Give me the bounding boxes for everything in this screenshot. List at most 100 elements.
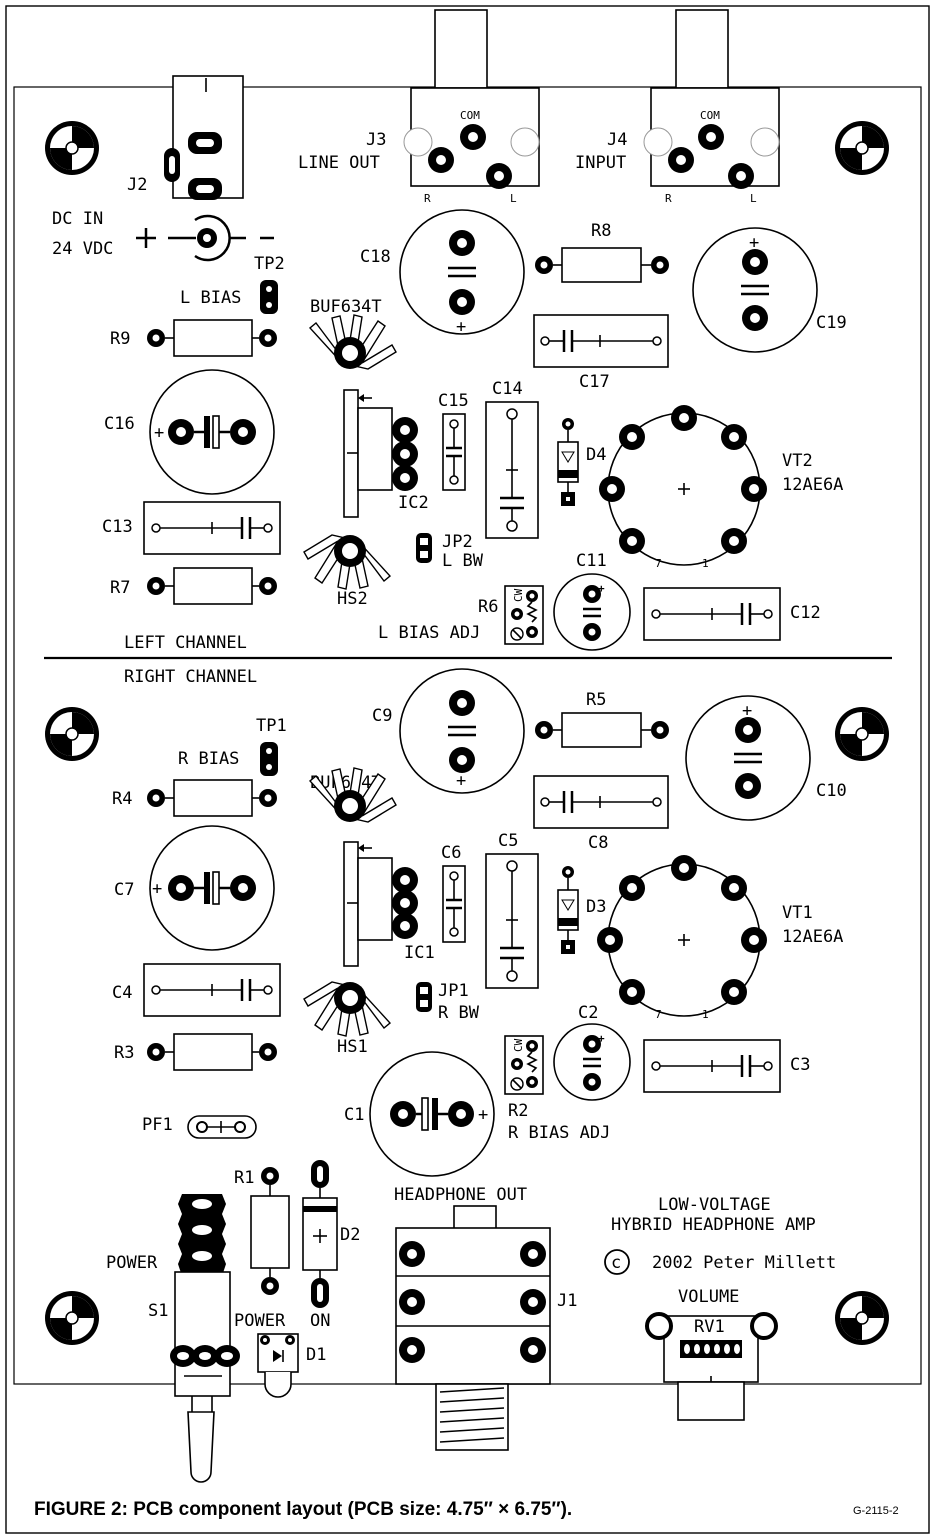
r4-resistor <box>147 779 277 817</box>
mounting-hole-icon <box>834 1290 890 1346</box>
vdc-label: 24 VDC <box>52 239 113 259</box>
r-bias-label: R BIAS <box>178 749 239 769</box>
c14-capacitor <box>485 401 539 539</box>
d2-label: D2 <box>340 1225 360 1245</box>
l-bias-adj-label: L BIAS ADJ <box>378 623 480 643</box>
d1-led <box>257 1333 299 1398</box>
j1-label: J1 <box>557 1291 577 1311</box>
c15-label: C15 <box>438 391 469 411</box>
hs1-heatsink <box>303 767 418 1037</box>
tp1-label: TP1 <box>256 716 287 736</box>
pf1-label: PF1 <box>142 1115 173 1135</box>
c16-capacitor: + <box>149 369 275 495</box>
c2-label: C2 <box>578 1003 598 1023</box>
vt1-tube-socket <box>597 855 767 1017</box>
svg-text:+: + <box>598 1032 605 1045</box>
buf634t-top-label: BUF634T <box>310 297 382 317</box>
tp2-test-point <box>260 280 278 314</box>
r5-label: R5 <box>586 690 606 710</box>
copyright-icon: c <box>604 1249 630 1275</box>
vt1-pin1-label: 1 <box>702 1008 709 1021</box>
vt1-type-label: 12AE6A <box>782 927 843 947</box>
d3-label: D3 <box>586 897 606 917</box>
r6-label: R6 <box>478 597 498 617</box>
j3-r-label: R <box>424 192 431 205</box>
input-label: INPUT <box>575 153 626 173</box>
d4-diode <box>557 418 579 506</box>
c5-label: C5 <box>498 831 518 851</box>
c6-label: C6 <box>441 843 461 863</box>
headphone-out-label: HEADPHONE OUT <box>394 1185 527 1205</box>
j3-rca-jack <box>403 9 540 189</box>
vt2-pin7-label: 7 <box>655 557 662 570</box>
amp-title-label: HYBRID HEADPHONE AMP <box>611 1215 816 1235</box>
j4-label: J4 <box>607 130 627 150</box>
svg-text:+: + <box>598 582 605 595</box>
c15-capacitor <box>442 413 466 491</box>
c11-label: C11 <box>576 551 607 571</box>
svg-text:+: + <box>456 317 466 337</box>
hs2-heatsink <box>303 314 418 590</box>
c19-capacitor: + <box>692 227 818 353</box>
svg-text:+: + <box>742 701 752 721</box>
c14-label: C14 <box>492 379 523 399</box>
r1-label: R1 <box>234 1168 254 1188</box>
c4-capacitor <box>143 963 281 1017</box>
svg-text:+: + <box>154 423 164 443</box>
mounting-hole-icon <box>44 706 100 762</box>
c1-label: C1 <box>344 1105 364 1125</box>
svg-text:+: + <box>152 879 162 899</box>
svg-text:+: + <box>456 771 466 791</box>
vt2-label: VT2 <box>782 451 813 471</box>
s1-power-switch <box>170 1194 240 1483</box>
c18-label: C18 <box>360 247 391 267</box>
r1-resistor <box>250 1167 290 1295</box>
mounting-hole-icon <box>44 120 100 176</box>
d1-label: D1 <box>306 1345 326 1365</box>
r-bias-adj-label: R BIAS ADJ <box>508 1123 610 1143</box>
c9-label: C9 <box>372 706 392 726</box>
c8-capacitor <box>533 775 669 829</box>
c2-capacitor: + <box>553 1023 631 1101</box>
figure-frame <box>5 5 930 1534</box>
r3-label: R3 <box>114 1043 134 1063</box>
r8-resistor <box>535 247 669 283</box>
j2-label: J2 <box>127 175 147 195</box>
j4-com-label: COM <box>700 109 720 122</box>
copyright-label: 2002 Peter Millett <box>652 1253 836 1273</box>
mounting-hole-icon <box>834 706 890 762</box>
c10-capacitor: + <box>685 695 811 821</box>
mounting-hole-icon <box>44 1290 100 1346</box>
c17-capacitor <box>533 314 669 368</box>
right-channel-label: RIGHT CHANNEL <box>124 667 257 687</box>
power-label: POWER <box>106 1253 158 1273</box>
r8-label: R8 <box>591 221 611 241</box>
j4-r-label: R <box>665 192 672 205</box>
c1-capacitor: + <box>369 1051 495 1177</box>
j2-dc-jack <box>164 75 244 200</box>
l-bias-label: L BIAS <box>180 288 241 308</box>
c19-label: C19 <box>816 313 847 333</box>
svg-text:c: c <box>611 1253 621 1273</box>
c7-label: C7 <box>114 880 134 900</box>
line-out-label: LINE OUT <box>298 153 380 173</box>
r2-trimmer: CW <box>504 1035 544 1095</box>
j4-l-label: L <box>750 192 757 205</box>
rv1-label: RV1 <box>694 1317 725 1337</box>
low-voltage-label: LOW-VOLTAGE <box>658 1195 771 1215</box>
d2-diode <box>302 1160 338 1308</box>
jp2-jumper <box>416 533 432 563</box>
c7-capacitor: + <box>149 825 275 951</box>
left-channel-label: LEFT CHANNEL <box>124 633 247 653</box>
vt1-pin7-label: 7 <box>655 1008 662 1021</box>
r6-trimmer: CW <box>504 585 544 645</box>
on-label: ON <box>310 1311 330 1331</box>
rv1-volume-pot <box>645 1312 778 1421</box>
r4-label: R4 <box>112 789 132 809</box>
j3-label: J3 <box>366 130 386 150</box>
r2-label: R2 <box>508 1101 528 1121</box>
d3-diode <box>557 866 579 954</box>
c11-capacitor: + <box>553 573 631 651</box>
l-bw-label: L BW <box>442 551 484 571</box>
